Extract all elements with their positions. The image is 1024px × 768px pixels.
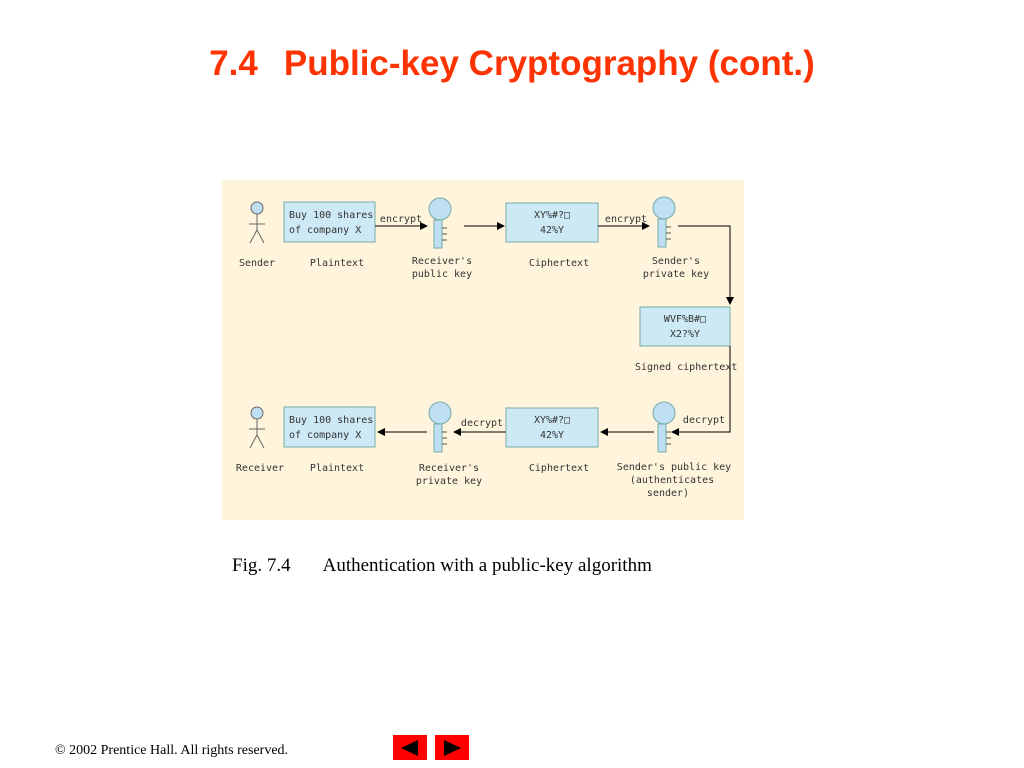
title-text: Public-key Cryptography (cont.) [283,44,815,83]
signed-line2: X2?%Y [670,329,700,340]
plaintext-top-label: Plaintext [310,258,364,269]
ciphertext-top-label: Ciphertext [529,258,589,269]
encrypt-label-1: encrypt [380,214,422,225]
ciphertext-top-line1: XY%#?□ [534,210,570,221]
signed-ciphertext-box [639,306,731,347]
key3-label-line2: private key [416,476,482,487]
slide-title: 7.4 Public-key Cryptography (cont.) [0,44,1024,84]
ciphertext-bottom-line1: XY%#?□ [534,415,570,426]
key3-label-line1: Receiver's [419,463,479,474]
sender-figure-icon [249,201,265,244]
left-triangle-icon [401,740,418,756]
figure-caption: Fig. 7.4 Authentication with a public-key… [232,555,652,577]
sender-private-key-icon [652,196,676,248]
signed-line1: WVF%B#□ [664,314,706,325]
diagram-svg: Sender Buy 100 shares of company X Plain… [236,196,737,499]
ciphertext-bottom-line2: 42%Y [540,430,564,441]
key4-label-line2: (authenticates [630,475,714,486]
plaintext-top-line1: Buy 100 shares [289,210,373,221]
next-slide-button[interactable] [435,735,469,760]
sender-public-key-icon [652,401,676,453]
diagram-figure: Sender Buy 100 shares of company X Plain… [222,180,744,520]
receiver-label: Receiver [236,463,284,474]
copyright-footer: © 2002 Prentice Hall. All rights reserve… [55,743,288,759]
ciphertext-top-line2: 42%Y [540,225,564,236]
receiver-figure-icon [249,406,265,449]
key4-label-line1: Sender's public key [617,462,731,473]
plaintext-box-bottom [283,406,376,448]
key2-label-line2: private key [643,269,709,280]
copyright-symbol: © [55,743,66,758]
ciphertext-box-top [505,202,599,243]
plaintext-box-top [283,201,376,243]
key1-label-line2: public key [412,269,472,280]
right-triangle-icon [444,740,461,756]
key1-label-line1: Receiver's [412,256,472,267]
signed-label: Signed ciphertext [635,362,737,373]
ciphertext-bottom-label: Ciphertext [529,463,589,474]
plaintext-top-line2: of company X [289,225,361,236]
ciphertext-box-bottom [505,407,599,448]
plaintext-bottom-line1: Buy 100 shares [289,415,373,426]
encrypt-label-2: encrypt [605,214,647,225]
plaintext-bottom-label: Plaintext [310,463,364,474]
receiver-private-key-icon [428,401,452,453]
figure-number: Fig. 7.4 [232,555,291,576]
plaintext-bottom-line2: of company X [289,430,361,441]
previous-slide-button[interactable] [393,735,427,760]
key2-label-line1: Sender's [652,256,700,267]
sender-label: Sender [239,258,275,269]
title-number: 7.4 [209,44,258,83]
decrypt-label-2: decrypt [683,415,725,426]
decrypt-label-1: decrypt [461,418,503,429]
copyright-text: 2002 Prentice Hall. All rights reserved. [65,743,289,758]
receiver-public-key-icon [428,197,452,249]
key4-label-line3: sender) [647,488,689,499]
figure-caption-text: Authentication with a public-key algorit… [322,555,652,576]
